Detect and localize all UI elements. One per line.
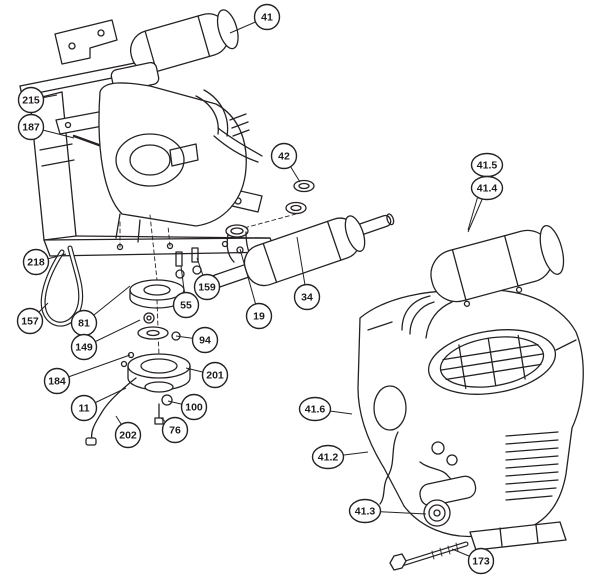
callout-bubble-19[interactable] xyxy=(245,302,273,330)
callout-bubble-173[interactable] xyxy=(467,547,495,575)
callout-bubble-76[interactable] xyxy=(161,416,189,444)
callout-41.4[interactable]: 41.4 xyxy=(470,175,504,201)
callout-bubble-41.4[interactable] xyxy=(470,175,504,201)
callout-201[interactable]: 201 xyxy=(201,361,229,389)
callout-bubble-201[interactable] xyxy=(201,361,229,389)
callout-41[interactable]: 41 xyxy=(253,3,281,31)
clutch-parts-artwork xyxy=(85,279,191,446)
callout-19[interactable]: 19 xyxy=(245,302,273,330)
callout-bubble-94[interactable] xyxy=(191,326,219,354)
callout-label-184: 184 xyxy=(48,376,66,388)
callout-149[interactable]: 149 xyxy=(70,333,98,361)
callout-label-41: 41 xyxy=(261,12,273,24)
callout-bubble-11[interactable] xyxy=(70,394,98,422)
right-muffler-canister xyxy=(430,225,565,307)
callout-label-41.5: 41.5 xyxy=(477,160,498,172)
callout-label-11: 11 xyxy=(78,403,89,415)
callout-bubble-41.2[interactable] xyxy=(311,444,345,470)
callout-label-34: 34 xyxy=(301,292,313,304)
muffler-body xyxy=(210,213,395,289)
callout-157[interactable]: 157 xyxy=(16,307,44,335)
callout-label-202: 202 xyxy=(119,430,137,442)
drive-belt-artwork xyxy=(40,245,84,327)
callout-173[interactable]: 173 xyxy=(467,547,495,575)
callout-81[interactable]: 81 xyxy=(70,309,98,337)
callout-bubble-41[interactable] xyxy=(253,3,281,31)
callout-label-94: 94 xyxy=(199,335,211,347)
callout-bubble-100[interactable] xyxy=(180,393,208,421)
callout-label-173: 173 xyxy=(472,556,490,568)
callout-55[interactable]: 55 xyxy=(172,291,200,319)
callout-label-100: 100 xyxy=(185,402,203,414)
callout-label-149: 149 xyxy=(75,342,93,354)
callout-bubble-184[interactable] xyxy=(43,367,71,395)
callout-bubble-41.6[interactable] xyxy=(298,396,332,422)
callout-41.5[interactable]: 41.5 xyxy=(470,152,504,178)
callout-label-42: 42 xyxy=(278,151,290,163)
callout-label-55: 55 xyxy=(180,300,192,312)
callout-218[interactable]: 218 xyxy=(22,248,50,276)
callout-label-187: 187 xyxy=(22,122,40,134)
right-engine-artwork xyxy=(357,225,584,551)
callout-label-41.3: 41.3 xyxy=(355,506,376,518)
callout-bubble-34[interactable] xyxy=(293,283,321,311)
callout-184[interactable]: 184 xyxy=(43,367,71,395)
callout-bubble-187[interactable] xyxy=(17,113,45,141)
callout-41.6[interactable]: 41.6 xyxy=(298,396,332,422)
left-engine-artwork xyxy=(98,9,263,281)
callout-42[interactable]: 42 xyxy=(270,142,298,170)
callout-layer: 41 215 187 42 41.5 41.4 218 159 55 34 157 81 19 149 94… xyxy=(16,3,504,575)
callout-bubble-202[interactable] xyxy=(114,421,142,449)
callout-bubble-215[interactable] xyxy=(17,86,45,114)
callout-bubble-159[interactable] xyxy=(193,273,221,301)
callout-76[interactable]: 76 xyxy=(161,416,189,444)
callout-34[interactable]: 34 xyxy=(293,283,321,311)
callout-94[interactable]: 94 xyxy=(191,326,219,354)
callout-label-41.4: 41.4 xyxy=(477,183,498,195)
callout-label-157: 157 xyxy=(21,316,39,328)
exhaust-muffler-artwork xyxy=(210,179,395,289)
callout-41.2[interactable]: 41.2 xyxy=(311,444,345,470)
mounting-bolt-artwork xyxy=(389,541,469,571)
callout-label-41.2: 41.2 xyxy=(318,452,339,464)
callout-bubble-149[interactable] xyxy=(70,333,98,361)
callout-label-215: 215 xyxy=(22,95,40,107)
callout-bubble-42[interactable] xyxy=(270,142,298,170)
callout-bubble-41.3[interactable] xyxy=(348,498,382,524)
callout-159[interactable]: 159 xyxy=(193,273,221,301)
callout-215[interactable]: 215 xyxy=(17,86,45,114)
callout-187[interactable]: 187 xyxy=(17,113,45,141)
callout-100[interactable]: 100 xyxy=(180,393,208,421)
callout-bubble-157[interactable] xyxy=(16,307,44,335)
callout-label-201: 201 xyxy=(206,370,224,382)
callout-202[interactable]: 202 xyxy=(114,421,142,449)
callout-bubble-218[interactable] xyxy=(22,248,50,276)
callout-label-159: 159 xyxy=(198,282,216,294)
left-muffler-canister xyxy=(129,9,239,73)
callout-label-81: 81 xyxy=(78,318,90,330)
callout-label-41.6: 41.6 xyxy=(305,404,326,416)
callout-label-19: 19 xyxy=(253,311,265,323)
callout-label-218: 218 xyxy=(27,257,45,269)
callout-11[interactable]: 11 xyxy=(70,394,98,422)
callout-41.3[interactable]: 41.3 xyxy=(348,498,382,524)
flywheel-screen xyxy=(427,329,557,395)
callout-label-76: 76 xyxy=(169,425,181,437)
callout-bubble-55[interactable] xyxy=(172,291,200,319)
